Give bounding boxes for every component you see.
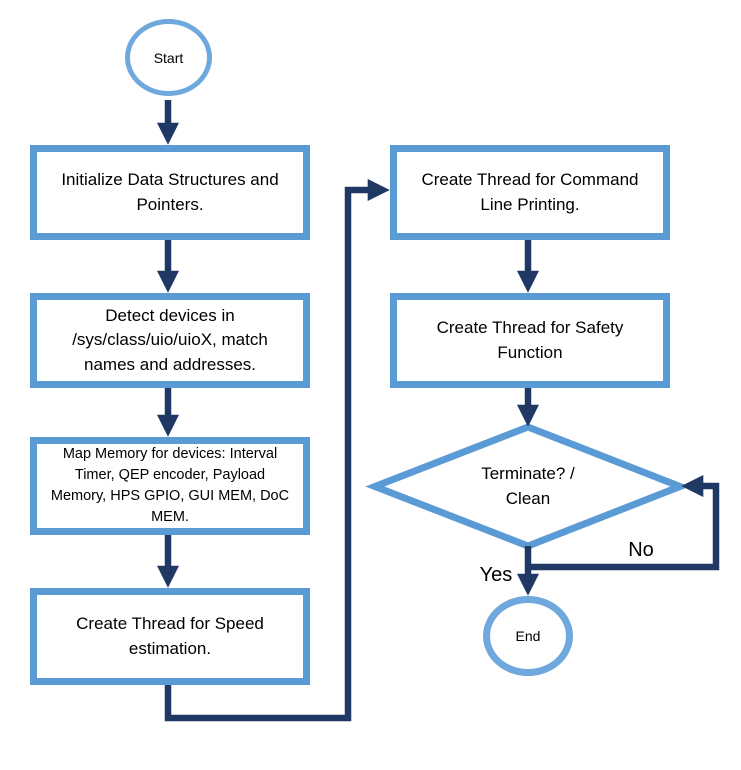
process-speed-thread-label: Create Thread for Speed estimation. xyxy=(76,614,264,658)
process-detect-devices-label: Detect devices in /sys/class/uio/uioX, m… xyxy=(72,306,268,374)
process-cli-thread-label: Create Thread for Command Line Printing. xyxy=(421,170,639,214)
terminal-start-label: Start xyxy=(153,49,184,66)
edge-label-yes: Yes xyxy=(479,564,513,586)
edge-speed-to-cli xyxy=(164,178,390,722)
decision-terminate-text: Terminate? / Clean xyxy=(481,464,575,508)
process-safety-thread: Create Thread for Safety Function xyxy=(390,293,670,388)
process-speed-thread: Create Thread for Speed estimation. xyxy=(30,588,310,685)
process-cli-thread: Create Thread for Command Line Printing. xyxy=(390,145,670,240)
process-initialize-label: Initialize Data Structures and Pointers. xyxy=(61,170,279,214)
decision-terminate-label: Terminate? / Clean xyxy=(468,462,588,511)
edge-label-no: No xyxy=(628,539,654,561)
process-safety-thread-label: Create Thread for Safety Function xyxy=(436,318,624,362)
process-initialize: Initialize Data Structures and Pointers. xyxy=(30,145,310,240)
process-detect-devices: Detect devices in /sys/class/uio/uioX, m… xyxy=(30,293,310,388)
terminal-end: End xyxy=(483,596,573,676)
terminal-start: Start xyxy=(125,19,212,96)
process-map-memory: Map Memory for devices: Interval Timer, … xyxy=(30,437,310,535)
terminal-end-label: End xyxy=(515,628,541,644)
edge-terminate-no-loop xyxy=(528,474,720,571)
process-map-memory-label: Map Memory for devices: Interval Timer, … xyxy=(50,445,290,526)
